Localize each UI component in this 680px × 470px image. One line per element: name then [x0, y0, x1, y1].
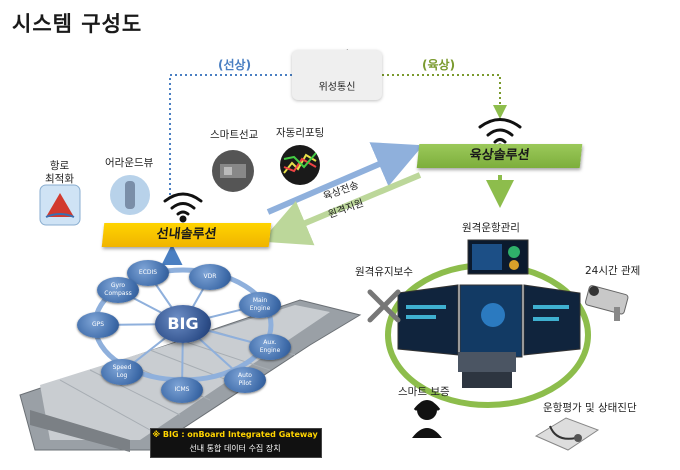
big-note-line2: 선내 통합 데이터 수집 장치 [189, 444, 281, 453]
ship-link-label: (선상) [218, 58, 252, 72]
evaluation-diagnosis-label: 운항평가 및 상태진단 [543, 402, 637, 414]
satellite-link-ship [169, 74, 292, 195]
big-node-vdr: VDR [189, 264, 231, 290]
shore-solution-banner: 육상솔루션 [416, 144, 583, 168]
ship-solution-banner: 선내솔루션 [101, 223, 272, 247]
satellite-label: 위성통신 [318, 82, 356, 93]
big-node-gyro-compass: Gyro Compass [97, 277, 139, 303]
route-optimize-label: 항로 최적화 [45, 160, 74, 185]
satellite-box [292, 50, 382, 100]
auto-report-icon [280, 145, 320, 185]
tools-icon [367, 289, 401, 323]
smart-bridge-label: 스마트선교 [210, 129, 259, 141]
remote-maintenance-label: 원격유지보수 [355, 266, 413, 278]
monitoring-24h-label: 24시간 관제 [585, 265, 641, 277]
operator-desk [458, 352, 516, 388]
big-node-main-engine: Main Engine [239, 292, 281, 318]
control-room-screens [397, 284, 581, 358]
around-view-label: 어라운드뷰 [105, 157, 154, 169]
auto-report-label: 자동리포팅 [276, 127, 325, 139]
remote-ops-monitor [467, 239, 529, 275]
remote-ops-label: 원격운항관리 [462, 222, 520, 234]
support-arrow [260, 172, 422, 246]
shore-link-label: (육상) [422, 58, 456, 72]
big-node-ecdis: ECDIS [127, 260, 169, 286]
big-node-auto-pilot: Auto Pilot [224, 367, 266, 393]
big-note-box [150, 428, 322, 458]
smart-warranty-label: 스마트 보증 [398, 386, 450, 398]
route-optimize-icon [39, 184, 81, 226]
big-note-line1: ※ BIG : onBoard Integrated Gateway [152, 430, 318, 439]
headset-operator-icon [412, 400, 442, 438]
big-node-gps: GPS [77, 312, 119, 338]
page-title: 시스템 구성도 [12, 12, 143, 36]
big-node-speed-log: Speed Log [101, 359, 143, 385]
satellite-link-shore [382, 74, 507, 119]
big-node-aux-engine: Aux. Engine [249, 334, 291, 360]
wifi-icon-ship [163, 192, 203, 223]
around-view-icon [110, 175, 150, 215]
smart-bridge-icon [212, 150, 254, 192]
big-gateway-node: BIG [155, 305, 211, 343]
big-node-icms: ICMS [161, 377, 203, 403]
cctv-icon [584, 285, 629, 321]
stethoscope-icon [534, 417, 600, 451]
